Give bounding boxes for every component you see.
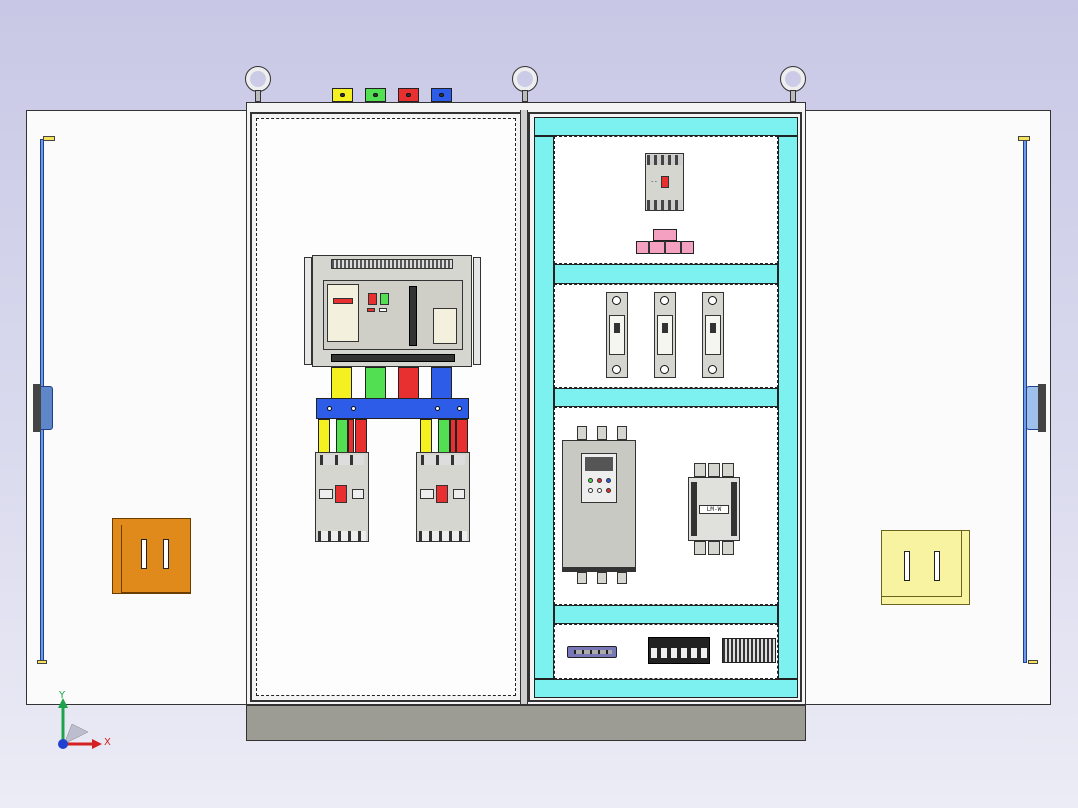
handle-slot-right [934,551,940,581]
acb-trip-unit [433,308,457,344]
right-door-handle[interactable] [881,530,970,605]
lifting-eye-right-stem [790,90,796,102]
busbar-green [365,367,386,399]
top-terminal-red [398,88,419,102]
mccb-top-terminals [320,455,364,465]
left-door-rod-cap-bottom [37,660,47,664]
control-breaker-top-terminals [647,155,682,165]
soft-starter [562,440,636,572]
crossbar-3 [554,605,778,624]
top-terminal-green [365,88,386,102]
lifting-eye-center [512,66,538,92]
mccb-label-right [453,489,465,499]
terminal-block-2 [722,638,776,663]
acb-rail-left [304,257,312,365]
acb-vent-grille [331,259,453,269]
rail-bottom [534,679,798,698]
neutral-bar [567,646,617,658]
lifting-eye-right [780,66,806,92]
contactor: LM-W [688,463,740,555]
vfd-terminals-bottom [575,572,631,584]
cabinet-plinth [246,705,806,741]
lifting-eye-center-stem [522,90,528,102]
handle-face [121,525,191,593]
y-axis-label: Y [58,690,66,701]
mccb-toggle[interactable] [436,485,448,503]
acb-operating-handle[interactable] [409,286,417,346]
busbar-support [316,398,469,419]
top-terminal-blue [431,88,452,102]
y-axis-arrow [58,698,68,708]
left-door-rod-cap-top [43,136,55,141]
terminal-block-1 [648,637,710,664]
handle-face [882,531,962,597]
acb-rail-right [473,257,481,365]
handle-slot-left [904,551,910,581]
busbar-blue [431,367,452,399]
handle-slot-right [163,539,169,569]
busbar-yellow [331,367,352,399]
rail-left [534,136,554,679]
handle-slot-left [141,539,147,569]
soft-starter-display [585,457,613,471]
axis-plane [63,723,89,745]
mccb-label-right [352,489,364,499]
lifting-eye-left-stem [255,90,261,102]
axis-triad: Y X [58,690,111,749]
crossbar-1 [554,264,778,284]
soft-starter-base [563,567,635,572]
control-breaker: -- [645,153,684,211]
mccb-label-left [319,489,333,499]
right-door-rod-cap-top [1018,136,1030,141]
fuse-holder-2 [654,292,676,378]
center-divider [520,110,528,704]
x-axis-arrow [92,739,102,749]
right-door-rod-cap-bottom [1028,660,1038,664]
acb-small-indicator-2 [379,308,387,312]
z-axis-origin [58,739,68,749]
mccb-bottom-terminals [318,531,366,541]
rail-right [778,136,798,679]
acb-small-indicator-1 [367,308,375,312]
acb-nameplate [327,284,359,342]
right-door [805,110,1051,705]
right-compartment-frame [528,112,802,702]
mccb-top-terminals [421,455,465,465]
vfd-terminals-top [575,426,631,440]
fuse-block [636,229,694,254]
mccb-2 [416,452,470,542]
top-terminal-yellow [332,88,353,102]
control-breaker-bottom-terminals [647,200,682,210]
left-door-handle[interactable] [112,518,191,594]
mccb-bottom-terminals [419,531,467,541]
right-door-latch-block [1038,384,1046,432]
left-door-latch-block [33,384,41,432]
soft-starter-keypad[interactable] [581,453,617,503]
air-circuit-breaker [312,255,472,367]
acb-on-button[interactable] [380,293,389,305]
control-breaker-toggle[interactable] [661,176,669,188]
acb-indicator-red [333,298,353,304]
x-axis-label: X [104,737,111,748]
lifting-eye-left [245,66,271,92]
mccb-1 [315,452,369,542]
mccb-label-left [420,489,434,499]
left-door [26,110,247,705]
mccb-toggle[interactable] [335,485,347,503]
contactor-label: LM-W [699,505,729,514]
crossbar-2 [554,388,778,407]
fuse-holder-3 [702,292,724,378]
control-breaker-label: -- [650,178,658,185]
acb-bottom-rail [331,354,455,362]
acb-off-button[interactable] [368,293,377,305]
fuse-holder-1 [606,292,628,378]
busbar-red [398,367,419,399]
rail-top [534,117,798,136]
